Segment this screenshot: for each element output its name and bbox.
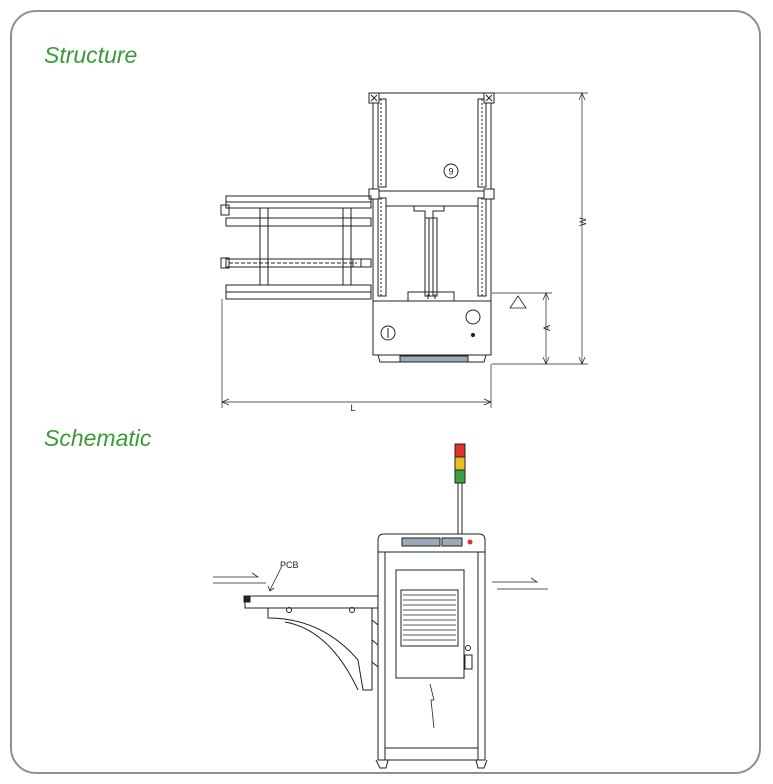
cabinet	[375, 533, 488, 769]
dimension-a: A	[492, 292, 552, 365]
signal-tower	[454, 443, 466, 534]
lower-frame	[368, 188, 495, 302]
flow-arrow-out	[492, 577, 548, 590]
structure-heading: Structure	[44, 42, 138, 68]
upper-magazine-frame	[368, 92, 495, 192]
conveyor-table	[243, 595, 379, 691]
schematic-drawing: PCB	[213, 443, 548, 769]
schematic-heading: Schematic	[44, 425, 152, 451]
pcb-label: PCB	[280, 560, 299, 570]
dimension-l-label: L	[350, 403, 355, 413]
structure-drawing: 9	[220, 92, 588, 413]
conveyor-rails	[220, 195, 372, 300]
dimension-l: L	[221, 299, 492, 413]
part-number-label: 9	[448, 167, 453, 177]
pcb-leader: PCB	[267, 560, 299, 592]
control-box	[372, 300, 492, 363]
part-balloon: 9	[443, 163, 459, 179]
dimension-w: W	[492, 92, 588, 365]
dimension-w-label: W	[578, 217, 588, 226]
flow-arrow-in	[213, 572, 266, 584]
dimension-a-label: A	[542, 325, 552, 331]
